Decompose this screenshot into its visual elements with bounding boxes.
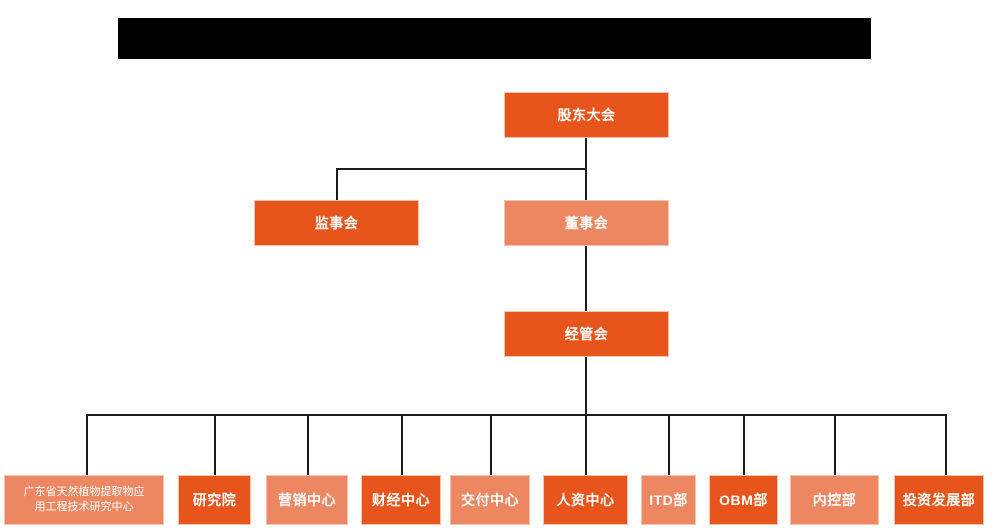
node-guangdong-research-center[interactable]: 广东省天然植物提取物应 用工程技术研究中心 xyxy=(4,475,164,525)
node-investment-dev-dept[interactable]: 投资发展部 xyxy=(894,475,984,525)
connector-department-bus xyxy=(86,414,946,416)
connector-to-investment-dev-dept xyxy=(945,414,947,475)
node-delivery-center[interactable]: 交付中心 xyxy=(450,475,530,525)
node-marketing-center[interactable]: 营销中心 xyxy=(266,475,348,525)
connector-shareholders-down xyxy=(585,138,587,170)
connector-to-itd-department xyxy=(668,414,670,475)
connector-to-finance-center xyxy=(401,414,403,475)
node-finance-center[interactable]: 财经中心 xyxy=(361,475,441,525)
connector-to-marketing-center xyxy=(307,414,309,475)
connector-board-to-management xyxy=(585,246,587,311)
connector-level1-bus xyxy=(336,168,587,170)
guangdong-center-line1: 广东省天然植物提取物应 xyxy=(23,485,145,498)
connector-to-supervisory-board xyxy=(336,168,338,201)
connector-to-research-institute xyxy=(214,414,216,475)
node-hr-center[interactable]: 人资中心 xyxy=(543,475,628,525)
node-obm-department[interactable]: OBM部 xyxy=(709,475,778,525)
node-research-institute[interactable]: 研究院 xyxy=(178,475,251,525)
connector-to-hr-center xyxy=(585,414,587,475)
node-shareholders-meeting[interactable]: 股东大会 xyxy=(504,92,669,138)
node-management-committee[interactable]: 经管会 xyxy=(504,311,669,357)
connector-to-guangdong-research-center xyxy=(86,414,88,475)
connector-to-internal-control-dept xyxy=(834,414,836,475)
node-internal-control-dept[interactable]: 内控部 xyxy=(790,475,879,525)
node-supervisory-board[interactable]: 监事会 xyxy=(254,200,419,246)
node-board-of-directors[interactable]: 董事会 xyxy=(504,200,669,246)
connector-to-obm-department xyxy=(743,414,745,475)
guangdong-center-line2: 用工程技术研究中心 xyxy=(34,501,134,513)
connector-to-board-of-directors xyxy=(585,168,587,201)
node-itd-department[interactable]: ITD部 xyxy=(641,475,696,525)
title-banner xyxy=(118,18,871,59)
connector-to-delivery-center xyxy=(490,414,492,475)
connector-management-down xyxy=(585,357,587,415)
